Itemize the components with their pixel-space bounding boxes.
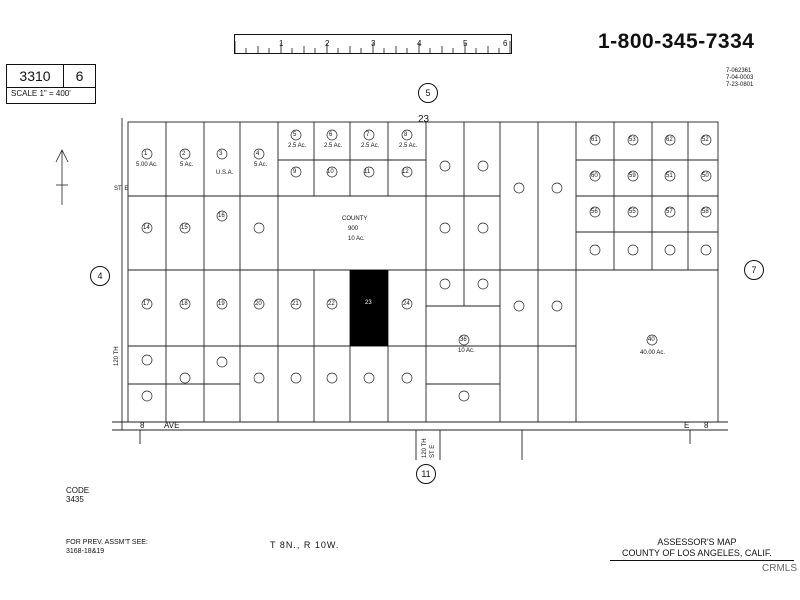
parcel-number[interactable]: 3 bbox=[219, 151, 223, 157]
phone-number: 1-800-345-7334 bbox=[598, 30, 755, 53]
parcel-number[interactable]: 17 bbox=[143, 301, 150, 307]
north-arrow-icon bbox=[55, 149, 69, 205]
parcel-number[interactable]: 4 bbox=[256, 151, 260, 157]
parcel-number[interactable]: 15 bbox=[181, 225, 188, 231]
previous-assessment-ref: 3168-18&19 bbox=[66, 548, 105, 555]
parcel-area: 40.00 Ac. bbox=[640, 350, 666, 356]
parcel-area: 5.00 Ac. bbox=[136, 162, 158, 168]
parcel-number[interactable]: 59 bbox=[629, 173, 636, 179]
street-label-south: 120 TH bbox=[422, 438, 428, 458]
parcel-number[interactable]: 56 bbox=[591, 209, 598, 215]
parcel-area: 5 Ac. bbox=[180, 162, 194, 168]
parcel-number[interactable]: 2 bbox=[182, 151, 186, 157]
parcel-number[interactable]: 40 bbox=[648, 337, 655, 343]
parcel-number[interactable]: 57 bbox=[666, 209, 673, 215]
parcel-number[interactable]: 6 bbox=[329, 132, 333, 138]
ruler-num-3: 3 bbox=[371, 39, 376, 48]
parcel-number[interactable]: 50 bbox=[702, 173, 709, 179]
map-book-box: 3310 6 SCALE 1" = 400' bbox=[6, 64, 96, 104]
parcel-number[interactable]: 19 bbox=[218, 301, 225, 307]
revision-note: 7-23-0801 bbox=[726, 82, 754, 88]
parcel-number[interactable]: 8 bbox=[404, 132, 408, 138]
street-label-west-number: 120 TH bbox=[114, 346, 120, 366]
parcel-number[interactable]: 55 bbox=[629, 209, 636, 215]
parcel-number[interactable]: 12 bbox=[402, 169, 409, 175]
parcel-number[interactable]: 11 bbox=[364, 169, 371, 175]
parcel-number[interactable]: 9 bbox=[293, 169, 297, 175]
assessor-map-title: ASSESSOR'S MAP COUNTY OF LOS ANGELES, CA… bbox=[622, 537, 772, 559]
highlighted-parcel-number[interactable]: 23 bbox=[365, 300, 372, 306]
parcel-number[interactable]: 52 bbox=[702, 137, 709, 143]
section-circle-left: 4 bbox=[90, 266, 110, 286]
parcel-number[interactable]: 5 bbox=[293, 132, 297, 138]
ruler-num-5: 5 bbox=[463, 39, 468, 48]
parcel-number[interactable]: 14 bbox=[143, 225, 150, 231]
avenue-number-right: 8 bbox=[704, 421, 709, 430]
parcel-number[interactable]: 16 bbox=[218, 213, 225, 219]
parcel-number[interactable]: 51 bbox=[666, 173, 673, 179]
assessor-title: ASSESSOR'S MAP bbox=[657, 537, 737, 547]
scale-ruler: 1 2 3 4 5 6 bbox=[234, 34, 512, 54]
previous-assessment: FOR PREV. ASSM'T SEE: 3168-18&19 bbox=[66, 538, 148, 556]
parcel-number[interactable]: 20 bbox=[255, 301, 262, 307]
revision-note: 7-04-0003 bbox=[726, 75, 754, 81]
parcel-number[interactable]: 60 bbox=[591, 173, 598, 179]
ruler-num-6: 6 bbox=[503, 39, 508, 48]
county-parcel-area: 10 Ac. bbox=[348, 236, 365, 242]
highlighted-parcel[interactable] bbox=[350, 270, 388, 346]
ruler-num-2: 2 bbox=[325, 39, 330, 48]
avenue-label: AVE bbox=[164, 421, 180, 430]
avenue-letter: E bbox=[684, 421, 690, 430]
parcel-number[interactable]: 58 bbox=[702, 209, 709, 215]
code-value: 3435 bbox=[66, 495, 84, 504]
revision-notes: 7-062361 7-04-0003 7-23-0801 bbox=[726, 68, 753, 89]
ruler-num-1: 1 bbox=[279, 39, 284, 48]
code-label: CODE bbox=[66, 486, 90, 495]
map-book-number: 3310 bbox=[7, 65, 64, 88]
parcel-area: 2.5 Ac. bbox=[399, 143, 418, 149]
parcel-number[interactable]: 61 bbox=[591, 137, 598, 143]
map-scale: SCALE 1" = 400' bbox=[11, 89, 71, 98]
parcel-number[interactable]: 24 bbox=[403, 301, 410, 307]
county-parcel-number[interactable]: 900 bbox=[348, 226, 359, 232]
parcel-number[interactable]: 53 bbox=[629, 137, 636, 143]
street-label-west: ST. E bbox=[114, 186, 129, 192]
code-block: CODE 3435 bbox=[66, 486, 89, 504]
county-label: COUNTY bbox=[342, 216, 368, 222]
parcel-area: 2.5 Ac. bbox=[288, 143, 307, 149]
township-range: T 8N., R 10W. bbox=[270, 540, 340, 550]
watermark: CRMLS bbox=[762, 563, 798, 574]
parcel-number[interactable]: 62 bbox=[666, 137, 673, 143]
footer-rule bbox=[610, 560, 794, 561]
parcel-area: 10 Ac. bbox=[458, 348, 475, 354]
section-circle-top: 5 bbox=[418, 83, 438, 103]
parcel-number[interactable]: 22 bbox=[328, 301, 335, 307]
section-number-top: 23 bbox=[418, 114, 430, 125]
parcel-area: 5 Ac. bbox=[254, 162, 268, 168]
section-circle-right: 7 bbox=[744, 260, 764, 280]
previous-assessment-label: FOR PREV. ASSM'T SEE: bbox=[66, 539, 148, 546]
parcel-number[interactable]: 7 bbox=[366, 132, 370, 138]
assessor-county: COUNTY OF LOS ANGELES, CALIF. bbox=[622, 548, 772, 558]
section-circle-bottom: 11 bbox=[416, 464, 436, 484]
parcel-number[interactable]: 18 bbox=[181, 301, 188, 307]
parcel-number[interactable]: 1 bbox=[144, 151, 148, 157]
parcel-area: 2.5 Ac. bbox=[361, 143, 380, 149]
avenue-number-left: 8 bbox=[140, 421, 145, 430]
street-label-south-suffix: ST E bbox=[430, 444, 436, 458]
revision-note: 7-062361 bbox=[726, 68, 752, 74]
parcel-number[interactable]: 36 bbox=[460, 337, 467, 343]
parcel-number[interactable]: 21 bbox=[292, 301, 299, 307]
ruler-ticks bbox=[235, 41, 511, 53]
map-page-number: 6 bbox=[64, 65, 95, 88]
parcel-number[interactable]: 10 bbox=[327, 169, 334, 175]
ruler-num-4: 4 bbox=[417, 39, 422, 48]
parcel-usa-label: U.S.A. bbox=[216, 170, 234, 176]
parcel-area: 2.5 Ac. bbox=[324, 143, 343, 149]
